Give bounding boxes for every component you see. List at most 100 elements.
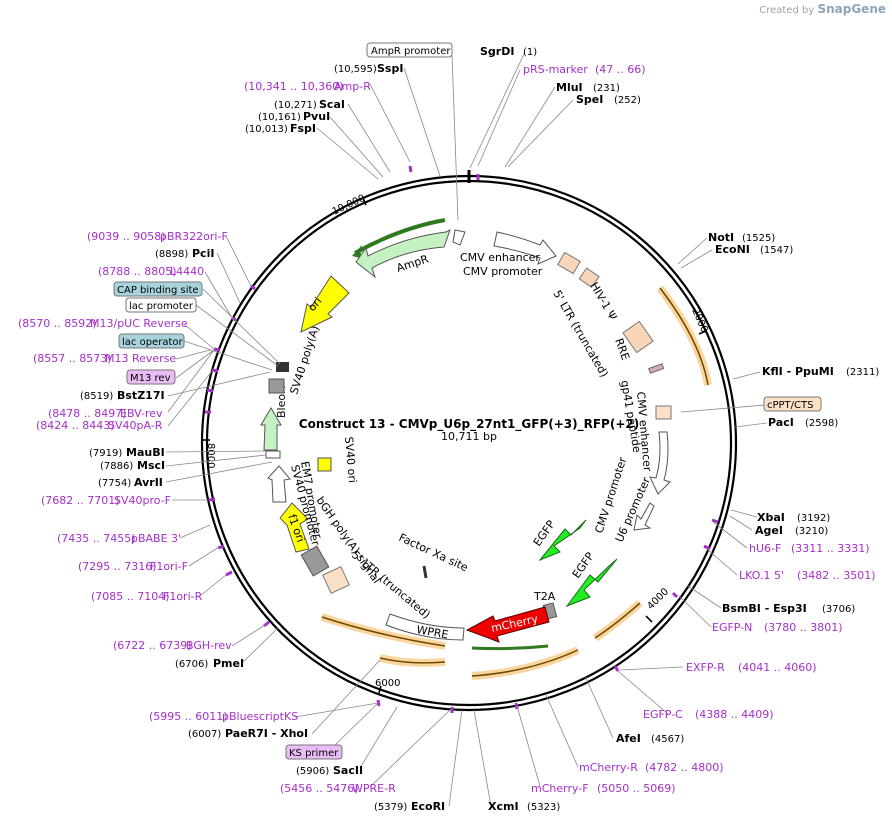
f1ori-r-coord: (7085 .. 7104) [91, 590, 170, 603]
fspi-label[interactable]: FspI [290, 122, 316, 135]
egfp-arrow-2[interactable] [565, 558, 618, 608]
exfp-r-coord: (4041 .. 4060) [738, 661, 817, 674]
paci-coord: (2598) [805, 418, 838, 429]
kfli-label[interactable]: KflI - PpuMI [762, 365, 834, 378]
egfp-c-label[interactable]: EGFP-C [643, 708, 683, 721]
lac-operator-label[interactable]: lac operator [122, 337, 183, 348]
sacii-coord: (5906) [296, 766, 329, 777]
maubi-label[interactable]: MauBI [126, 446, 165, 459]
lko-coord: (3482 .. 3501) [797, 569, 876, 582]
m13-rev-label[interactable]: M13 rev [130, 373, 171, 384]
egfp-n-label[interactable]: EGFP-N [712, 621, 752, 634]
f1ori-f-label[interactable]: F1ori-F [150, 560, 188, 573]
ltr5b-box [322, 566, 350, 594]
cmv-enhancer-arrow-1 [493, 231, 557, 265]
mlui-label[interactable]: MluI [556, 81, 583, 94]
mcherry-r-label[interactable]: mCherry-R [579, 761, 638, 774]
f1-ori-arrow[interactable] [279, 502, 310, 553]
xbai-label[interactable]: XbaI [757, 511, 785, 524]
egfp-n-coord: (3780 .. 3801) [764, 621, 843, 634]
xcmi-coord: (5323) [527, 802, 560, 813]
ampr-arrow[interactable] [355, 228, 451, 279]
lko-label[interactable]: LKO.1 5' [739, 569, 784, 582]
fspi-coord: (10,013) [245, 124, 288, 135]
xbai-coord: (3192) [797, 513, 830, 524]
tick-label-8000: 8000 [205, 443, 216, 468]
paci-label[interactable]: PacI [768, 416, 794, 429]
wpre-r-label[interactable]: WPRE-R [352, 782, 396, 795]
sacii-label[interactable]: SacII [333, 764, 363, 777]
ebv-rev-label[interactable]: EBV-rev [120, 407, 163, 420]
f1ori-r-label[interactable]: F1ori-R [163, 590, 203, 603]
amp-r-label[interactable]: Amp-R [334, 80, 371, 93]
bgh-rev-label[interactable]: BGH-rev [186, 639, 232, 652]
em7-box [265, 450, 281, 459]
sv40pro-f-label[interactable]: SV40pro-F [114, 494, 171, 507]
sv40-pa-dark [276, 362, 289, 372]
mlui-coord: (231) [593, 83, 620, 94]
mcherry-f-label[interactable]: mCherry-F [531, 782, 589, 795]
pvui-coord: (10,161) [258, 112, 301, 123]
orange-band-3-halo [471, 646, 580, 680]
ampr-promoter-label[interactable]: AmpR promoter [371, 46, 451, 57]
noti-label[interactable]: NotI [708, 231, 734, 244]
sv40pa-r-label[interactable]: SV40pA-R [108, 419, 163, 432]
bleor-arrow[interactable] [260, 407, 282, 451]
m13-reverse-label[interactable]: M13 Reverse [105, 352, 176, 365]
msci-coord: (7886) [100, 461, 133, 472]
bgh-rev-coord: (6722 .. 6739) [113, 639, 192, 652]
tick-label-10000: 10,000 [331, 193, 367, 218]
orange-band-1 [659, 287, 709, 386]
scai-label[interactable]: ScaI [319, 98, 345, 111]
green-band-mcherry [471, 644, 549, 651]
hu6-f-label[interactable]: hU6-F [749, 542, 781, 555]
ampr-promoter-arrow [452, 229, 466, 246]
cppt-label-box [763, 396, 822, 412]
prs-marker-label[interactable]: pRS-marker [523, 63, 588, 76]
pbluescriptks-label[interactable]: pBluescriptKS [222, 710, 298, 723]
lac-promoter-label[interactable]: lac promoter [129, 301, 194, 312]
cppt-label[interactable]: cPPT/CTS [767, 400, 813, 411]
spei-coord: (252) [614, 95, 641, 106]
afei-label[interactable]: AfeI [616, 732, 641, 745]
pbabe-label[interactable]: pBABE 3' [131, 532, 181, 545]
sv40-ori-label: SV40 ori [342, 436, 359, 483]
ks-primer-label[interactable]: KS primer [289, 748, 339, 759]
leader-lines [165, 51, 768, 807]
tick-label-6000: 6000 [375, 678, 400, 689]
agei-label[interactable]: AgeI [755, 524, 783, 537]
orange-band-2 [594, 602, 641, 639]
agei-coord: (3210) [795, 526, 828, 537]
avrii-label[interactable]: AvrII [134, 476, 163, 489]
cap-binding-label[interactable]: CAP binding site [117, 285, 199, 296]
cmv-enhancer-1-label: CMV enhancer [460, 251, 540, 264]
pbr322ori-f-label[interactable]: pBR322ori-F [160, 230, 228, 243]
pcii-label[interactable]: PciI [192, 247, 214, 260]
ebv-rev-coord: (8478 .. 8497) [48, 407, 127, 420]
bstz17i-label[interactable]: BstZ17I [117, 389, 165, 402]
spei-label[interactable]: SpeI [576, 93, 603, 106]
pvui-label[interactable]: PvuI [303, 110, 330, 123]
exfp-r-label[interactable]: EXFP-R [686, 661, 725, 674]
econi-label[interactable]: EcoNI [715, 243, 750, 256]
ecori-label[interactable]: EcoRI [411, 800, 445, 813]
m13-puc-label[interactable]: M13/pUC Reverse [90, 317, 188, 330]
msci-label[interactable]: MscI [137, 459, 165, 472]
sv40-ori-box [317, 457, 332, 472]
prs-marker-coord: (47 .. 66) [595, 63, 646, 76]
l4440-label[interactable]: L4440 [170, 265, 204, 278]
egfp-c-coord: (4388 .. 4409) [695, 708, 774, 721]
ori-arrow[interactable] [300, 275, 350, 333]
hu6-f-coord: (3311 .. 3331) [791, 542, 870, 555]
egfp-arrow-1[interactable] [538, 519, 587, 562]
sgrdi-label[interactable]: SgrDI [480, 45, 514, 58]
xcmi-label[interactable]: XcmI [488, 800, 519, 813]
bgh-box [300, 545, 330, 577]
paer7i-label[interactable]: PaeR7I - XhoI [225, 727, 308, 740]
sv40pa-r-coord: (8424 .. 8443) [36, 419, 115, 432]
bsmbi-label[interactable]: BsmBI - Esp3I [722, 602, 807, 615]
pmei-label[interactable]: PmeI [213, 657, 244, 670]
bgh-label: bGH poly(A) signal [314, 494, 384, 586]
mcherry-arrow[interactable] [465, 606, 550, 643]
sspi-label[interactable]: SspI [377, 62, 403, 75]
